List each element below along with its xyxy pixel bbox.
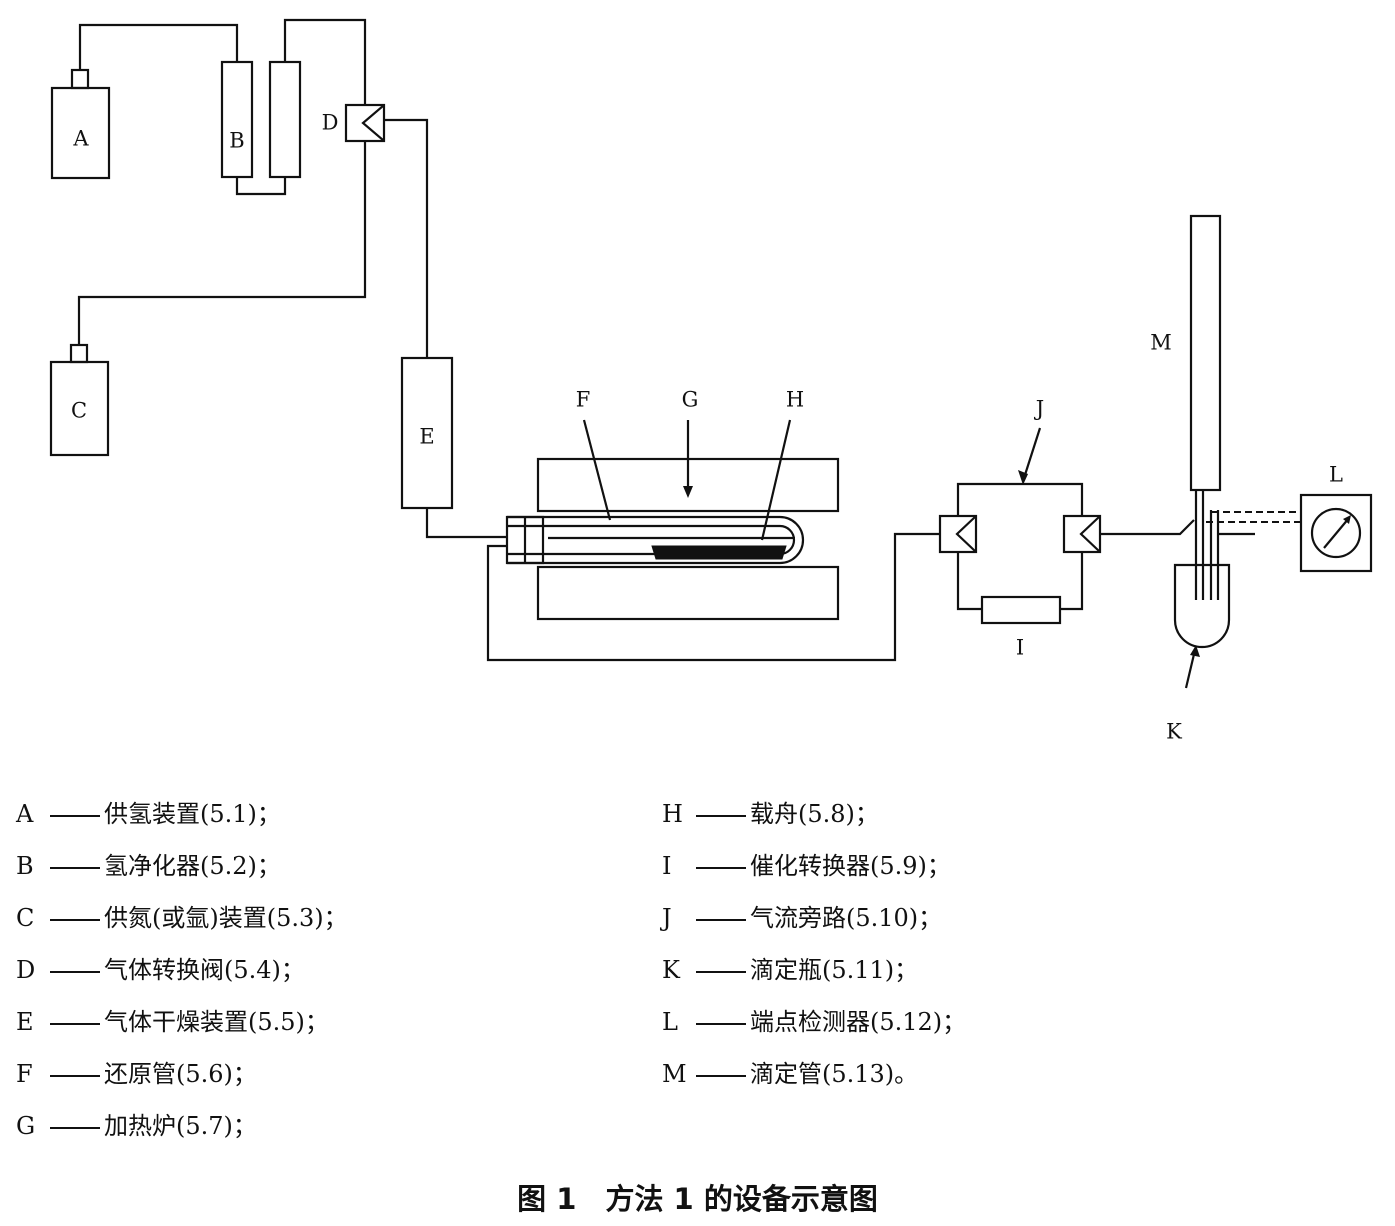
label-f: F [576, 388, 591, 412]
label-e: E [419, 425, 434, 449]
label-d: D [322, 111, 339, 135]
component-b-hydrogen-purifier: B [220, 60, 302, 179]
component-a-hydrogen-supply: A [50, 68, 111, 180]
label-g: G [682, 388, 699, 412]
component-c-nitrogen-supply: C [49, 343, 110, 457]
apparatus-diagram: A B C D E G F [49, 18, 1373, 744]
label-c: C [71, 399, 87, 423]
component-f-reduction-tube: F [505, 388, 805, 565]
component-e-gas-dryer: E [400, 356, 454, 510]
label-a: A [72, 127, 89, 151]
figure-caption: 图 1 方法 1 的设备示意图 [517, 1182, 878, 1216]
label-k: K [1166, 720, 1182, 744]
component-m-burette: M [1150, 214, 1222, 492]
label-m: M [1150, 331, 1172, 355]
label-i: I [1016, 636, 1024, 660]
component-j-gas-bypass: J [938, 397, 1102, 611]
component-i-catalytic-converter: I [980, 595, 1062, 660]
piping [77, 18, 1255, 662]
label-b: B [229, 129, 244, 153]
label-j: J [1034, 397, 1044, 421]
label-l: L [1329, 463, 1343, 487]
component-h-boat: H [548, 388, 804, 560]
component-d-gas-switch-valve: D [322, 103, 386, 143]
component-g-furnace: G [536, 388, 840, 621]
component-l-endpoint-detector: L [1206, 463, 1373, 573]
component-k-titration-vessel: K [1166, 490, 1231, 744]
label-h: H [786, 388, 804, 412]
